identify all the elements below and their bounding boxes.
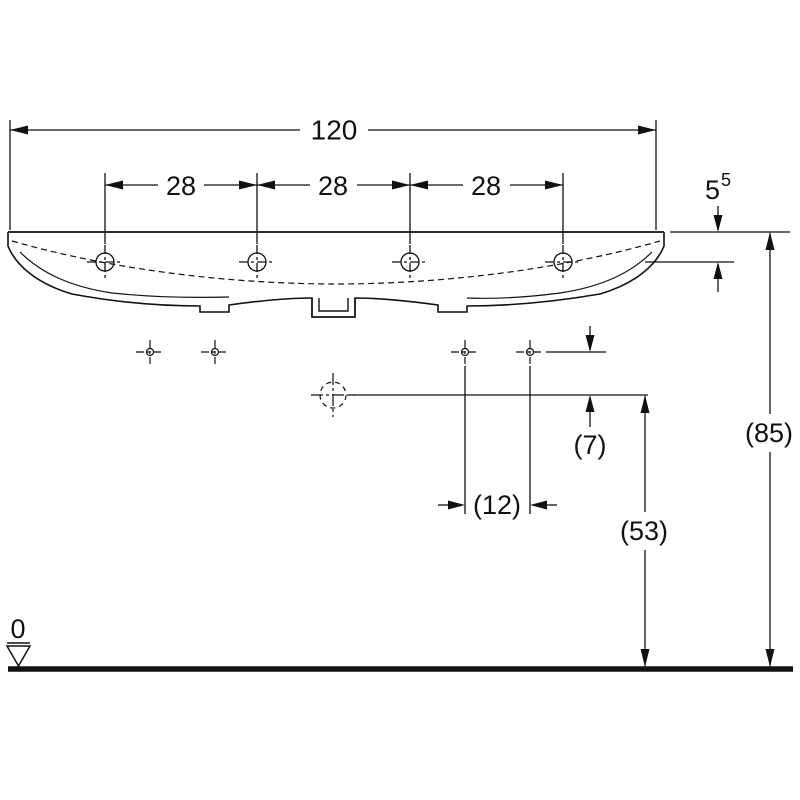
bracket-hole-4 <box>516 340 544 364</box>
arrow-right-icon <box>392 180 410 190</box>
basin-inner-right <box>466 251 653 299</box>
arrow-up-icon <box>640 395 650 413</box>
dim-bracket-spacing-label: (12) <box>473 490 521 520</box>
datum-triangle-icon <box>5 645 32 668</box>
dim-rim-height-label: 5 <box>705 175 720 205</box>
tap-hole-4 <box>545 245 581 280</box>
arrow-left-icon <box>10 125 28 135</box>
arrow-left-icon <box>257 180 275 190</box>
arrow-up-icon <box>765 232 775 250</box>
dim-bracket-spacing <box>438 366 557 514</box>
dim-total-width-label: 120 <box>311 115 358 146</box>
arrow-right-icon <box>448 500 465 510</box>
arrow-up-icon <box>585 395 595 412</box>
drain-boss <box>311 298 356 318</box>
bracket-hole-2 <box>201 340 229 364</box>
tap-hole-2 <box>239 245 275 280</box>
arrow-right-icon <box>638 125 656 135</box>
dim-tap-spacing-left-label: 28 <box>166 171 196 201</box>
arrow-left-icon <box>530 500 547 510</box>
arrow-down-icon <box>640 649 650 667</box>
dim-drain-height-label: (53) <box>620 516 668 546</box>
datum-zero-label: 0 <box>10 614 25 644</box>
arrow-right-icon <box>545 180 563 190</box>
tap-hole-3 <box>392 245 428 280</box>
dim-tap-spacing <box>104 173 564 244</box>
basin-inner-left <box>19 251 230 298</box>
arrow-left-icon <box>105 180 123 190</box>
dim-rim-height-superscript: 5 <box>721 170 731 190</box>
arrow-up-icon <box>713 262 723 279</box>
dim-total-width <box>9 120 657 230</box>
dim-drain-offset <box>546 326 606 427</box>
arrow-left-icon <box>410 180 428 190</box>
arrow-down-icon <box>713 215 723 232</box>
tap-hole-1 <box>87 245 123 280</box>
datum-zero: 0 <box>5 614 32 668</box>
dim-tap-spacing-center-label: 28 <box>318 171 348 201</box>
arrow-down-icon <box>765 649 775 667</box>
dim-overall-height <box>765 232 775 667</box>
dim-overall-height-label: (85) <box>745 418 793 448</box>
tap-holes <box>87 245 581 280</box>
basin-outline <box>7 232 665 318</box>
arrow-right-icon <box>239 180 257 190</box>
dim-tap-spacing-right-label: 28 <box>471 171 501 201</box>
dim-drain-offset-label: (7) <box>574 430 607 460</box>
bracket-holes <box>136 340 544 364</box>
arrow-down-icon <box>585 335 595 352</box>
drain-hole <box>311 373 355 417</box>
dim-drain-height <box>640 395 650 667</box>
bracket-hole-3 <box>451 340 479 364</box>
basin <box>7 231 665 318</box>
bracket-hole-1 <box>136 340 164 364</box>
